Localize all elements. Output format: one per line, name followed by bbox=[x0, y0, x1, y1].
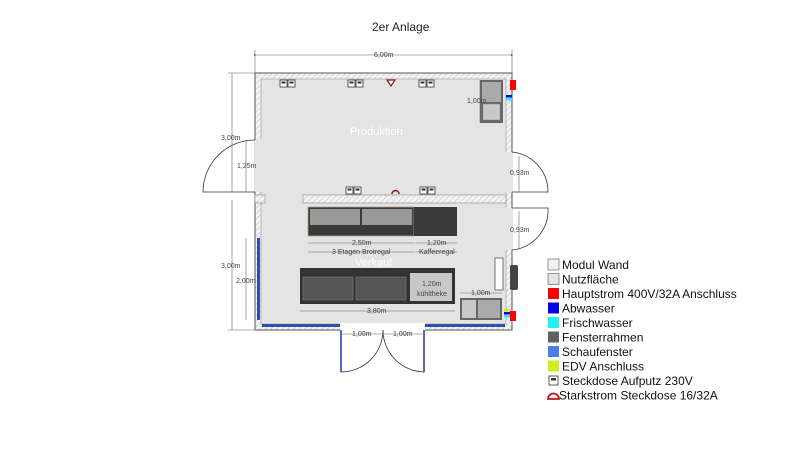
main-power-connection bbox=[510, 80, 516, 90]
label-cooler: kühltheke bbox=[417, 291, 447, 298]
dim-sink-lower: 1,00m bbox=[471, 290, 491, 297]
dim-shop-window: 2,00m bbox=[236, 278, 256, 285]
dim-left-upper-height: 3,00m bbox=[221, 135, 241, 142]
dim-cooler: 1,20m bbox=[422, 281, 442, 288]
room-label-production: Produktion bbox=[350, 126, 403, 138]
power-socket-icon bbox=[391, 189, 400, 195]
legend-item: Frischwasser bbox=[562, 316, 633, 330]
legend-item: Schaufenster bbox=[562, 345, 633, 359]
dim-left-door: 1,25m bbox=[237, 163, 257, 170]
shop-window-bottom-right bbox=[425, 324, 505, 327]
dim-sink-upper: 1,00m bbox=[467, 98, 487, 105]
front-door-right[interactable] bbox=[382, 329, 425, 373]
dim-front-door-left: 1,00m bbox=[352, 331, 372, 338]
socket-icon bbox=[548, 375, 559, 386]
power-socket-icon bbox=[385, 79, 397, 88]
room-label-sales: Verkauf bbox=[355, 257, 393, 269]
main-power-connection-lower bbox=[510, 311, 516, 321]
dim-coffee-shelf: 1,20m bbox=[427, 240, 447, 247]
label-bread-shelf: 3 Etagen Brotregal bbox=[332, 249, 391, 256]
dim-right-door-lower: 0,93m bbox=[510, 227, 530, 234]
legend-item: Steckdose Aufputz 230V bbox=[562, 374, 693, 388]
dim-left-lower-height: 3,00m bbox=[221, 263, 241, 270]
coffee-shelf bbox=[414, 207, 457, 236]
front-door-left[interactable] bbox=[340, 329, 384, 373]
fresh-water-lower bbox=[504, 315, 510, 318]
dim-counter: 3,80m bbox=[367, 308, 387, 315]
legend-item: Fensterrahmen bbox=[562, 331, 643, 345]
legend-item: Starkstrom Steckdose 16/32A bbox=[559, 389, 718, 403]
waste-water bbox=[506, 95, 512, 98]
dim-bread-shelf: 2,50m bbox=[352, 240, 372, 247]
legend-item: Abwasser bbox=[562, 302, 615, 316]
waste-water-lower bbox=[504, 312, 510, 315]
right-door-lower[interactable] bbox=[511, 207, 549, 251]
right-door-opening-upper bbox=[505, 152, 513, 192]
legend-item: Nutzfläche bbox=[562, 273, 619, 287]
right-door-upper[interactable] bbox=[511, 151, 549, 193]
fresh-water bbox=[506, 98, 512, 101]
shop-window-left bbox=[257, 238, 260, 320]
label-coffee-shelf: Kaffeeregal bbox=[419, 249, 455, 256]
outdoor-unit bbox=[510, 265, 518, 290]
shop-window-bottom-left bbox=[262, 324, 340, 327]
legend-item: Hauptstrom 400V/32A Anschluss bbox=[562, 287, 737, 301]
front-door-opening bbox=[340, 323, 425, 331]
left-door-opening bbox=[254, 140, 262, 192]
legend: Modul Wand Nutzfläche Hauptstrom 400V/32… bbox=[547, 258, 737, 403]
partition-stub bbox=[254, 194, 266, 204]
plan-title: 2er Anlage bbox=[372, 20, 430, 34]
left-door[interactable] bbox=[202, 139, 256, 193]
legend-item: EDV Anschluss bbox=[562, 360, 644, 374]
partition-wall bbox=[302, 194, 507, 204]
fridge bbox=[494, 257, 504, 291]
dim-total-width: 6,00m bbox=[374, 52, 394, 59]
cooler-counter bbox=[410, 273, 452, 301]
edv-connection bbox=[504, 309, 510, 312]
right-door-opening-lower bbox=[505, 208, 513, 250]
power-socket-icon bbox=[547, 392, 560, 400]
dim-front-door-right: 1,00m bbox=[393, 331, 413, 338]
dim-right-door-upper: 0,93m bbox=[510, 170, 530, 177]
legend-item: Modul Wand bbox=[562, 258, 629, 272]
